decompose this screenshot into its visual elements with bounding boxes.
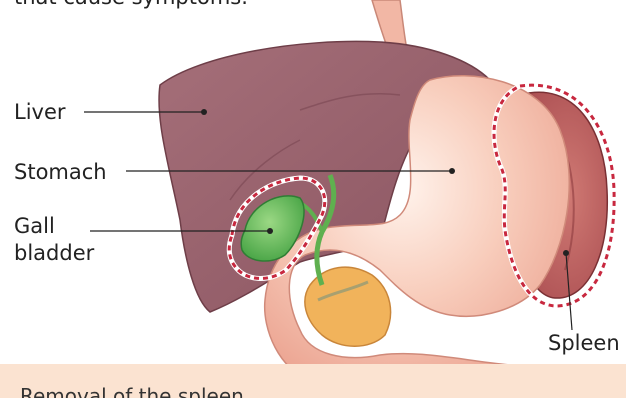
label-spleen: Spleen bbox=[548, 330, 620, 357]
label-stomach: Stomach bbox=[14, 159, 107, 186]
label-gall-bladder-line2: bladder bbox=[14, 240, 94, 267]
label-gall-bladder: Gall bladder bbox=[14, 213, 94, 267]
label-liver: Liver bbox=[14, 99, 66, 126]
caption-banner: Removal of the spleen bbox=[0, 364, 626, 398]
caption-text: Removal of the spleen bbox=[20, 384, 244, 398]
label-gall-bladder-line1: Gall bbox=[14, 213, 94, 240]
